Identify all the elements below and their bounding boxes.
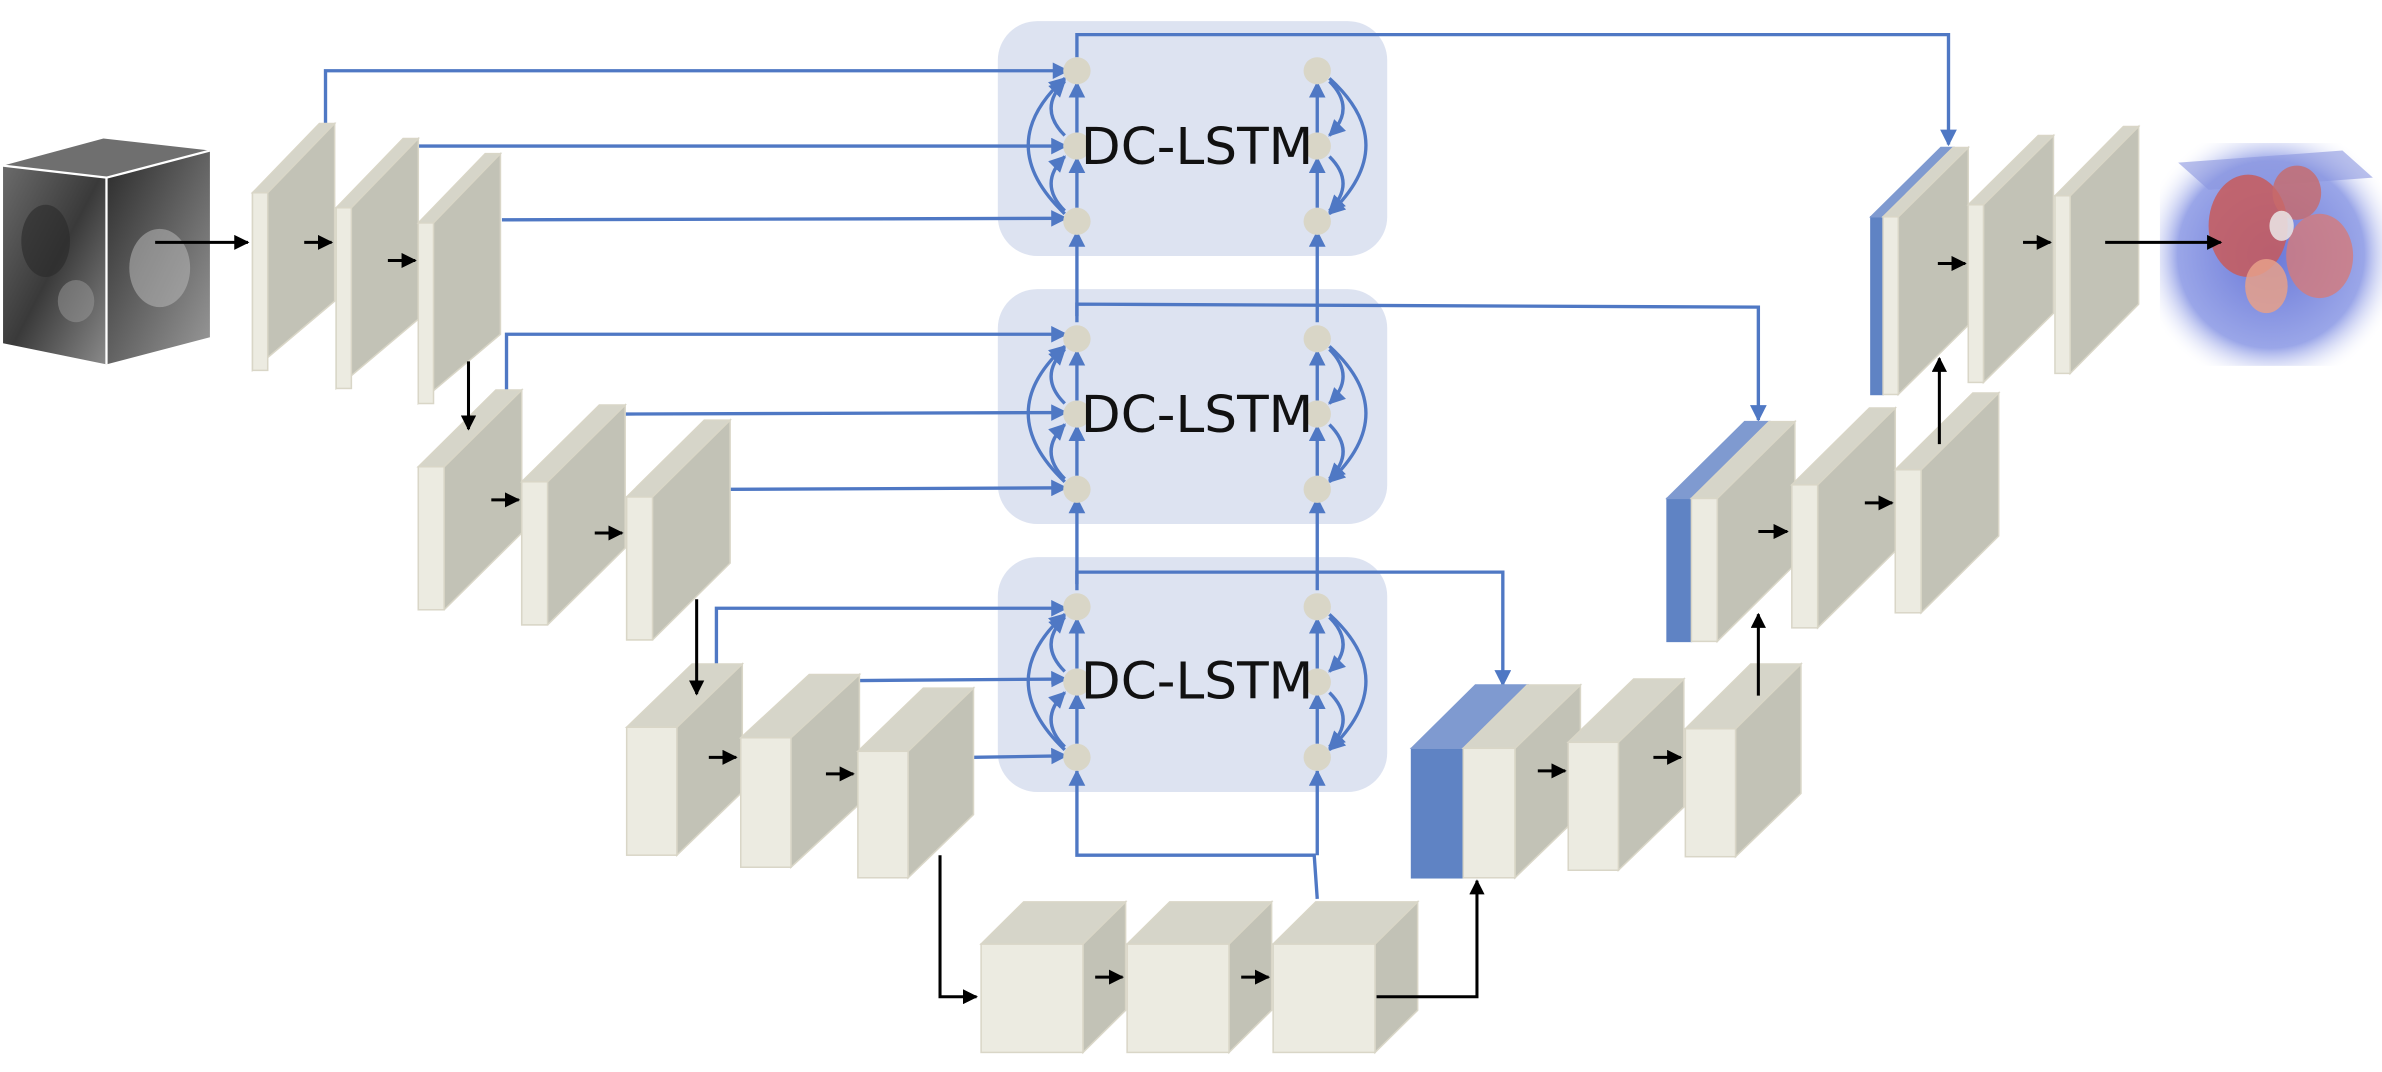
encoder-block-2-2 bbox=[519, 403, 627, 626]
decoder-block-3-3 bbox=[1683, 662, 1803, 859]
encoder-block-3-3 bbox=[856, 686, 976, 880]
decoder-block-1-1 bbox=[1869, 145, 1971, 397]
bottleneck-block-3 bbox=[1271, 900, 1420, 1055]
dc-lstm-module-bottom bbox=[997, 557, 1388, 792]
network-blocks bbox=[250, 121, 2141, 1055]
decoder-block-1-2 bbox=[1966, 133, 2056, 385]
dc-lstm-label-bottom: DC-LSTM bbox=[1081, 652, 1313, 712]
decoder-block-2-2 bbox=[1789, 406, 1898, 630]
skip-connections bbox=[323, 32, 1957, 899]
encoder-block-1-1 bbox=[250, 121, 337, 373]
module-nodes bbox=[1063, 57, 1331, 771]
encoder-block-2-3 bbox=[624, 418, 732, 641]
segmentation-volume-icon bbox=[2159, 143, 2382, 366]
mri-cube-icon bbox=[2, 138, 211, 365]
dc-lstm-label-middle: DC-LSTM bbox=[1081, 385, 1313, 445]
encoder-block-1-2 bbox=[334, 136, 421, 391]
decoder-block-2-3 bbox=[1893, 391, 2001, 615]
decoder-block-3-1 bbox=[1409, 683, 1583, 880]
decoder-block-3-2 bbox=[1566, 677, 1686, 873]
forward-flow-arrows bbox=[155, 234, 2223, 1005]
encoder-block-2-1 bbox=[416, 388, 524, 611]
dc-lstm-module-middle bbox=[997, 289, 1388, 524]
encoder-block-3-2 bbox=[738, 672, 862, 869]
encoder-block-1-3 bbox=[416, 151, 503, 406]
dc-lstm-module-top bbox=[997, 21, 1388, 256]
decoder-block-1-3 bbox=[2053, 124, 2141, 376]
encoder-block-3-1 bbox=[624, 662, 745, 857]
dc-lstm-label-top: DC-LSTM bbox=[1081, 117, 1313, 177]
bottleneck-block-1 bbox=[979, 900, 1128, 1055]
